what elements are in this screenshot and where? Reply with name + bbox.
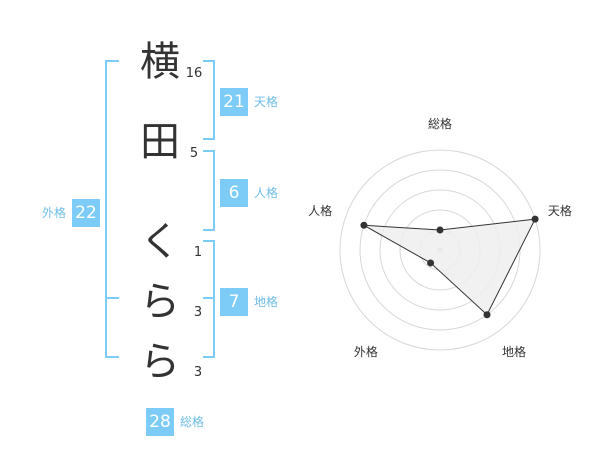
name-char-4: ら [140, 279, 180, 325]
stroke-count-1: 16 [185, 66, 203, 81]
radar-point [360, 221, 368, 229]
radar-ring [339, 149, 541, 351]
name-char-1: 横 [140, 39, 180, 85]
gaikaku-value-badge: 22 [72, 199, 100, 227]
tenkaku-bracket-top [203, 60, 215, 62]
tenkaku-bracket [213, 60, 215, 140]
radar-point [483, 311, 491, 319]
chikaku-label: 地格 [254, 295, 279, 309]
jinkaku-bracket [213, 150, 215, 231]
gaikaku-bracket-mid [105, 297, 119, 299]
stroke-count-2: 5 [189, 146, 199, 161]
radar-axis-label: 地格 [502, 344, 526, 359]
gaikaku-bracket [105, 60, 107, 358]
jinkaku-value-badge: 6 [220, 179, 248, 207]
soukaku-label: 総格 [180, 415, 205, 429]
stroke-count-5: 3 [193, 365, 203, 380]
stroke-count-4: 3 [193, 305, 203, 320]
jinkaku-bracket-top [203, 150, 215, 152]
stroke-count-3: 1 [193, 245, 203, 260]
tenkaku-label: 天格 [254, 95, 279, 109]
tenkaku-value-badge: 21 [220, 88, 248, 116]
gaikaku-bracket-top [105, 60, 119, 62]
chikaku-bracket-mid [203, 297, 215, 299]
radar-point [531, 215, 539, 223]
chikaku-bracket [213, 240, 215, 358]
jinkaku-bracket-bottom [203, 229, 215, 231]
radar-axis-label: 総格 [428, 116, 452, 131]
jinkaku-label: 人格 [254, 186, 279, 200]
name-char-5: ら [140, 339, 180, 385]
radar-point [427, 259, 435, 267]
radar-axis-label: 天格 [548, 203, 572, 218]
radar-point [436, 226, 444, 234]
chikaku-bracket-top [203, 240, 215, 242]
tenkaku-bracket-bottom [203, 138, 215, 140]
radar-axis-label: 外格 [354, 344, 378, 359]
name-char-2: 田 [140, 119, 180, 165]
radar-axis-label: 人格 [308, 203, 332, 218]
name-char-3: く [140, 219, 180, 265]
chikaku-value-badge: 7 [220, 288, 248, 316]
radar-points [360, 215, 539, 319]
gaikaku-label: 外格 [42, 206, 67, 220]
radar-data-polygon [363, 218, 536, 316]
chikaku-bracket-bottom [203, 356, 215, 358]
soukaku-value-badge: 28 [146, 408, 174, 436]
gaikaku-bracket-bottom [105, 356, 119, 358]
